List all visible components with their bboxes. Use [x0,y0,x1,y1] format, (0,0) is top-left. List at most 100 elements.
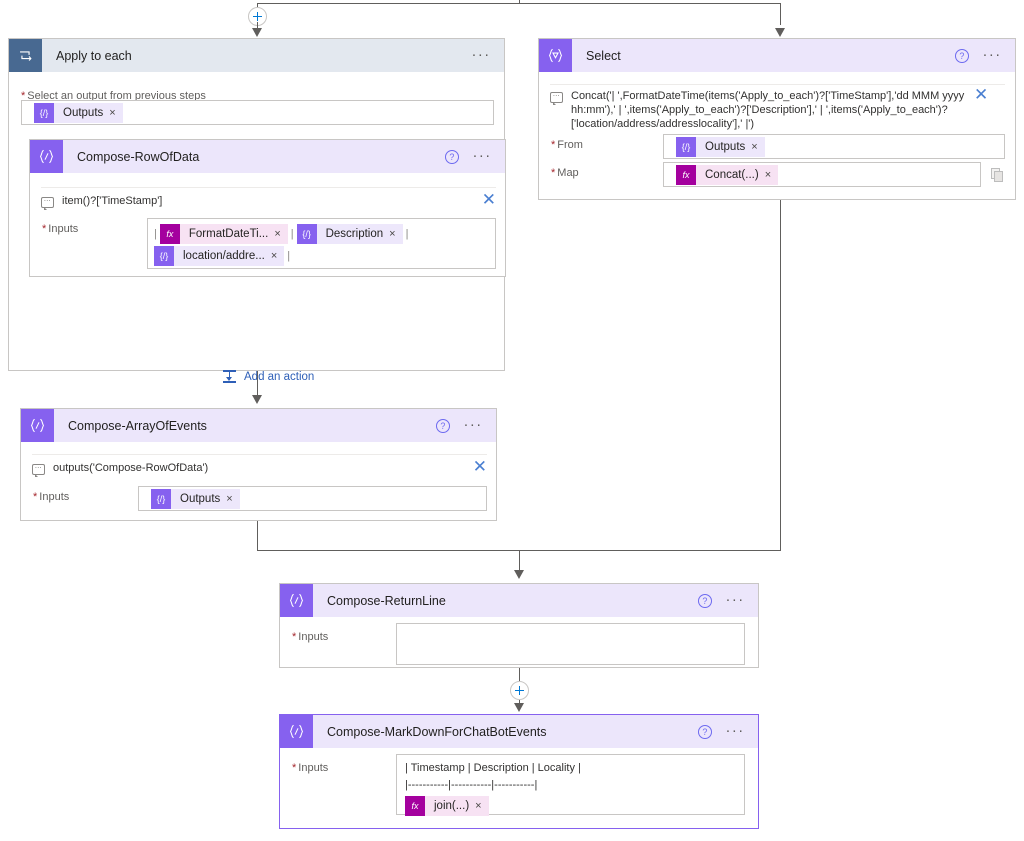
select-menu-button[interactable]: ... [982,43,1002,60]
card-select[interactable]: Select ? ... ⋯ Concat('| ',FormatDateTim… [538,38,1016,200]
compose-icon [21,409,54,442]
compose-rowofdata-expression: item()?['TimeStamp'] [62,195,163,207]
close-icon[interactable]: ✕ [974,85,989,104]
connector-top-right-drop [780,3,781,25]
card-apply-to-each[interactable]: Apply to each ... *Select an output from… [8,38,506,383]
token-remove-icon[interactable]: × [109,106,116,119]
compose-markdown-inputs-field[interactable]: | Timestamp | Description | Locality | |… [396,754,745,816]
select-header[interactable]: Select ? ... [539,39,1015,72]
select-expression-row: ⋯ Concat('| ',FormatDateTime(items('Appl… [550,85,1006,131]
required-marker: * [292,631,297,643]
select-map-field[interactable]: fx Concat(...) × [663,162,981,187]
fx-icon: fx [676,164,696,185]
add-an-action-button[interactable]: Add an action [222,369,314,384]
connector-array-down [257,521,258,550]
compose-rowofdata-divider [41,187,496,188]
fx-icon: fx [405,796,425,816]
arrow-into-compose-array [252,395,262,404]
token-concat[interactable]: fx Concat(...) × [676,164,779,185]
token-location-locality[interactable]: {/} location/addre... × [154,246,285,266]
token-separator-pipe: | [290,227,294,240]
connector-merge-to-returnline [519,550,520,576]
connector-returnline-down-a [519,668,520,682]
compose-icon [280,715,313,748]
loop-icon [9,39,42,72]
card-compose-returnline[interactable]: Compose-ReturnLine ? ... *Inputs [279,583,759,668]
token-remove-icon[interactable]: × [226,492,233,505]
card-compose-arrayofevents[interactable]: Compose-ArrayOfEvents ? ... ⋯ outputs('C… [20,408,497,521]
compose-markdown-title: Compose-MarkDownForChatBotEvents [327,724,547,739]
compose-markdown-menu-button[interactable]: ... [725,719,745,736]
connector-top-stub-center [519,0,520,4]
required-marker: * [551,139,556,151]
select-map-label: *Map [551,167,579,179]
apply-to-each-menu-button[interactable]: ... [471,43,491,60]
token-join[interactable]: fx join(...) × [405,796,489,816]
add-an-action-label: Add an action [244,370,315,383]
copy-icon[interactable] [991,168,1004,182]
compose-markdown-inputs-label: *Inputs [292,762,329,774]
help-icon[interactable]: ? [435,418,450,433]
help-icon[interactable]: ? [697,724,712,739]
compose-rowofdata-menu-button[interactable]: ... [472,144,492,161]
add-step-plus-bottom[interactable] [510,681,529,700]
compose-returnline-header-actions: ? ... [697,588,758,608]
token-remove-icon[interactable]: × [274,228,281,240]
compose-returnline-inputs-label: *Inputs [292,631,329,643]
connector-apply-to-compose-array [257,371,258,401]
select-header-actions: ? ... [954,43,1015,63]
required-marker: * [33,491,38,503]
token-separator-pipe: | [405,227,409,240]
token-outputs[interactable]: {/} Outputs × [676,136,765,157]
apply-to-each-header[interactable]: Apply to each ... [9,39,504,72]
compose-arrayofevents-menu-button[interactable]: ... [463,413,483,430]
compose-returnline-inputs-value [397,624,744,632]
token-outputs[interactable]: {/} Outputs × [151,488,240,509]
token-remove-icon[interactable]: × [389,228,396,240]
close-icon[interactable]: ✕ [481,190,496,209]
compose-rowofdata-inputs-field[interactable]: | fx FormatDateTi... × | {/} Description… [147,218,496,269]
compose-arrayofevents-expression: outputs('Compose-RowOfData') [53,462,209,474]
required-marker: * [551,167,556,179]
markdown-header-row: | Timestamp | Description | Locality | [405,762,581,774]
token-outputs[interactable]: {/} Outputs × [34,102,123,123]
fx-icon: fx [159,224,180,244]
token-formatdatetime[interactable]: fx FormatDateTi... × [159,224,288,244]
compose-arrayofevents-inputs-field[interactable]: {/} Outputs × [138,486,487,511]
compose-rowofdata-header[interactable]: Compose-RowOfData ? ... [30,140,505,173]
expression-icon: {/} [151,488,171,509]
compose-returnline-menu-button[interactable]: ... [725,588,745,605]
expression-icon: {/} [676,136,696,157]
arrow-into-markdown [514,703,524,712]
compose-arrayofevents-header[interactable]: Compose-ArrayOfEvents ? ... [21,409,496,442]
compose-rowofdata-title: Compose-RowOfData [77,149,200,164]
expression-hint-icon: ⋯ [41,197,54,210]
select-title: Select [586,48,621,63]
compose-arrayofevents-inputs-label: *Inputs [33,491,70,503]
token-remove-icon[interactable]: × [764,168,772,181]
card-compose-markdown[interactable]: Compose-MarkDownForChatBotEvents ? ... *… [279,714,759,829]
select-from-label: *From [551,139,583,151]
expression-icon: {/} [34,102,54,123]
token-description[interactable]: {/} Description × [296,224,403,244]
compose-markdown-header-actions: ? ... [697,719,758,739]
close-icon[interactable]: ✕ [472,457,487,476]
help-icon[interactable]: ? [697,593,712,608]
compose-rowofdata-expression-row: ⋯ item()?['TimeStamp'] ✕ [41,190,496,210]
apply-to-each-output-field[interactable]: {/} Outputs × [21,100,494,125]
select-from-field[interactable]: {/} Outputs × [663,134,1005,159]
card-compose-rowofdata[interactable]: Compose-RowOfData ? ... ⋯ item()?['TimeS… [29,139,506,277]
compose-markdown-header[interactable]: Compose-MarkDownForChatBotEvents ? ... [280,715,758,748]
token-remove-icon[interactable]: × [270,250,278,262]
compose-returnline-header[interactable]: Compose-ReturnLine ? ... [280,584,758,617]
connector-left-to-apply [257,22,258,31]
select-divider [550,84,1005,85]
compose-arrayofevents-title: Compose-ArrayOfEvents [68,418,207,433]
apply-to-each-title: Apply to each [56,48,132,63]
help-icon[interactable]: ? [444,149,459,164]
compose-icon [30,140,63,173]
token-remove-icon[interactable]: × [751,140,758,153]
compose-returnline-inputs-field[interactable] [396,623,745,665]
token-remove-icon[interactable]: × [475,800,482,812]
help-icon[interactable]: ? [954,48,969,63]
